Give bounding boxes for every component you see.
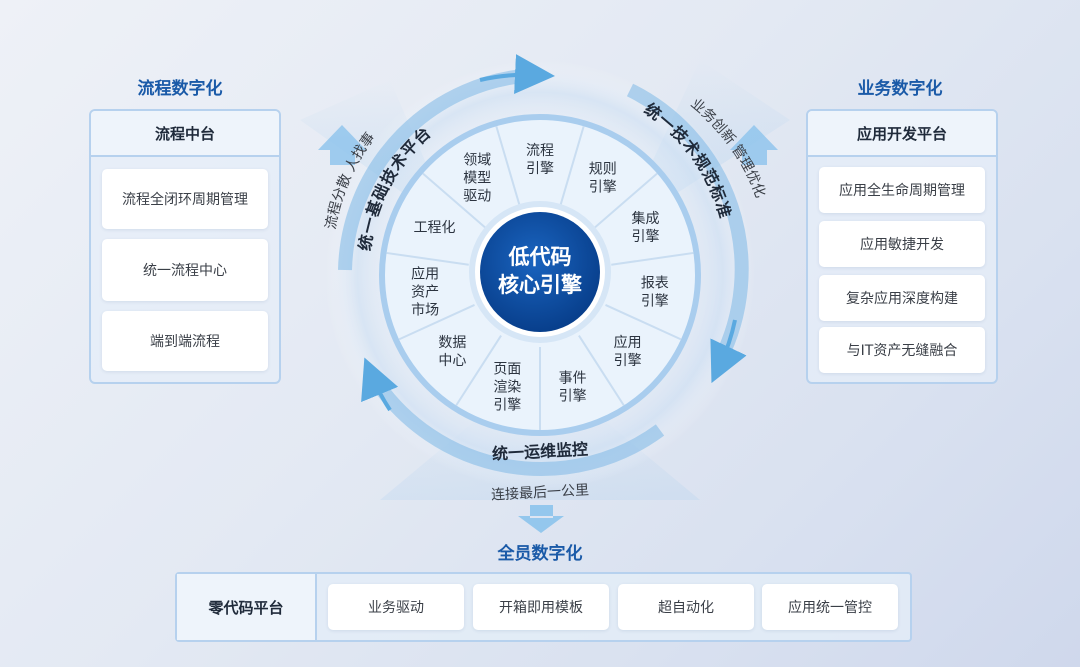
right-item-1: 应用全生命周期管理	[819, 167, 985, 213]
bottom-panel-title: 零代码平台	[177, 574, 317, 640]
wheel-divider	[611, 251, 694, 266]
core-engine-line-2: 核心引擎	[498, 273, 582, 297]
bottom-item-3: 超自动化	[618, 584, 754, 630]
left-section-title: 流程数字化	[137, 79, 223, 99]
core-engine-line-1: 低代码	[508, 245, 572, 269]
wheel-segments: 流程引擎规则引擎集成引擎报表引擎应用引擎事件引擎 页面渲染引擎数据中心 应用资产市场…	[386, 125, 694, 430]
wheel-divider	[578, 335, 625, 406]
left-arc-arrow	[479, 54, 555, 95]
core-engine-label: 低代码 核心引擎	[480, 243, 600, 299]
left-panel-title: 流程中台	[91, 111, 279, 157]
bottom-item-2: 开箱即用模板	[473, 584, 609, 630]
wheel-divider	[386, 251, 469, 266]
bottom-item-1: 业务驱动	[328, 584, 464, 630]
wheel-divider	[422, 172, 487, 229]
wheel-segment-label: 应用引擎	[614, 334, 642, 369]
wheel-divider	[455, 335, 502, 406]
wheel-segment-label: 事件引擎	[559, 370, 587, 404]
bottom-down-arrow	[518, 505, 564, 533]
bottom-section-title: 全员数字化	[497, 544, 583, 564]
left-item-1: 流程全闭环周期管理	[102, 169, 268, 229]
bottom-arc	[369, 376, 665, 476]
wheel-segment-label: 应用资产市场	[411, 266, 439, 319]
left-arc	[338, 68, 536, 271]
right-item-3: 复杂应用深度构建	[819, 275, 985, 321]
right-up-arrow	[730, 125, 778, 165]
wheel-segment-label: 页面渲染引擎	[493, 361, 521, 413]
right-panel-title: 应用开发平台	[808, 111, 996, 157]
wheel-segment-label: 规则引擎	[589, 161, 617, 195]
wheel-divider	[559, 125, 585, 207]
bottom-item-4: 应用统一管控	[762, 584, 898, 630]
right-arc	[626, 83, 749, 364]
left-item-2: 统一流程中心	[102, 239, 268, 301]
left-panel: 流程中台 流程全闭环周期管理 统一流程中心 端到端流程	[89, 109, 281, 384]
right-panel: 应用开发平台 应用全生命周期管理 应用敏捷开发 复杂应用深度构建 与IT资产无缝…	[806, 109, 998, 384]
right-section-title: 业务数字化	[857, 79, 943, 99]
wheel-segment-label: 数据中心	[438, 335, 466, 369]
wheel-segment-label: 流程引擎	[526, 143, 554, 177]
bottom-panel: 零代码平台 业务驱动 开箱即用模板 超自动化 应用统一管控	[175, 572, 912, 642]
wheel-segment-label: 领域模型驱动	[463, 152, 491, 204]
right-arc-arrow	[710, 319, 747, 384]
left-up-arrow	[318, 125, 366, 165]
right-item-2: 应用敏捷开发	[819, 221, 985, 267]
wheel-segment-label: 工程化	[413, 220, 455, 236]
wheel-segment-label: 报表引擎	[641, 276, 669, 310]
right-item-4: 与IT资产无缝融合	[819, 327, 985, 373]
wheel-divider	[593, 172, 658, 229]
core-circle	[480, 212, 600, 332]
wheel-divider	[495, 125, 521, 207]
wheel-divider	[398, 304, 475, 341]
bottom-arc-arrow	[361, 357, 399, 412]
wheel-divider	[605, 304, 682, 341]
left-item-3: 端到端流程	[102, 311, 268, 371]
wheel-segment-label: 集成引擎	[632, 210, 660, 245]
